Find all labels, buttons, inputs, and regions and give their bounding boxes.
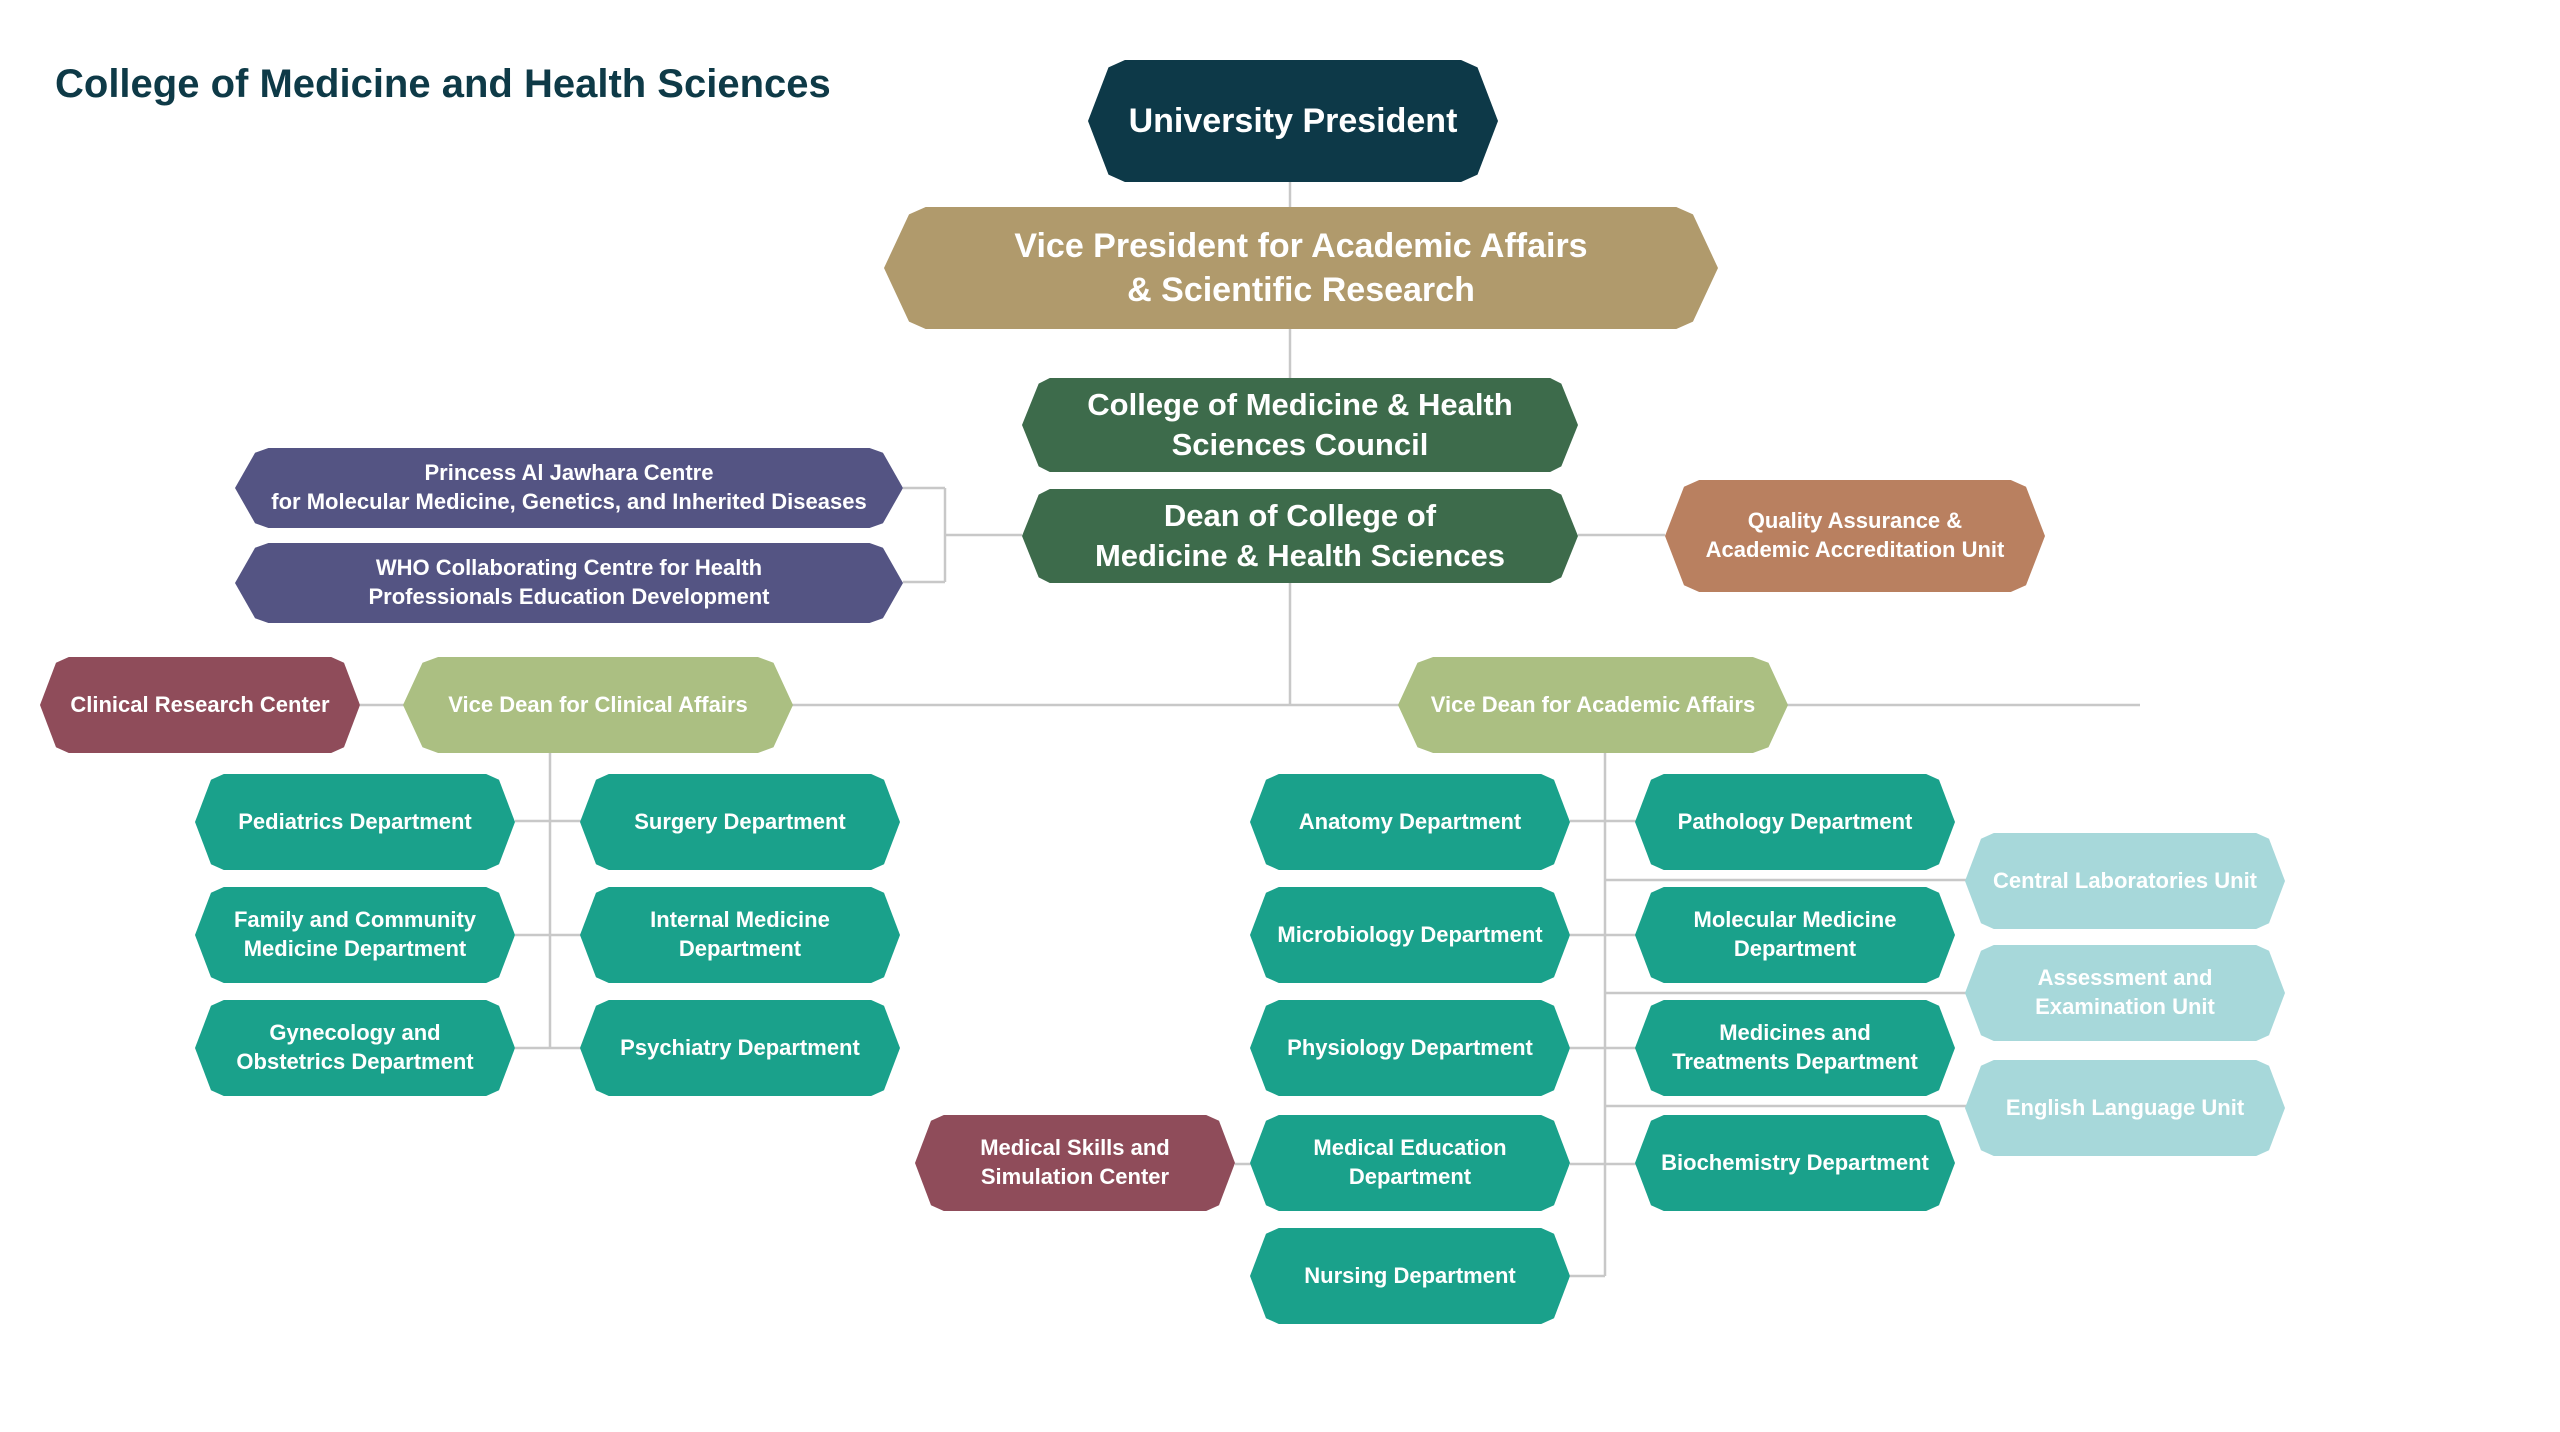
medicines-treatments-department-box: Medicines and Treatments Department (1635, 1000, 1955, 1096)
internal-medicine-department-box: Internal Medicine Department (580, 887, 900, 983)
pediatrics-department-box: Pediatrics Department (195, 774, 515, 870)
psychiatry-department-box: Psychiatry Department (580, 1000, 900, 1096)
biochemistry-department-box: Biochemistry Department (1635, 1115, 1955, 1211)
central-laboratories-unit-box: Central Laboratories Unit (1965, 833, 2285, 929)
medical-education-department-box: Medical Education Department (1250, 1115, 1570, 1211)
gynecology-department-box: Gynecology and Obstetrics Department (195, 1000, 515, 1096)
college-council-box: College of Medicine & Health Sciences Co… (1022, 378, 1578, 472)
clinical-research-center-box: Clinical Research Center (40, 657, 360, 753)
english-language-unit-box: English Language Unit (1965, 1060, 2285, 1156)
university-president-box: University President (1088, 60, 1498, 182)
nursing-department-box: Nursing Department (1250, 1228, 1570, 1324)
medical-skills-simulation-center-box: Medical Skills and Simulation Center (915, 1115, 1235, 1211)
anatomy-department-box: Anatomy Department (1250, 774, 1570, 870)
microbiology-department-box: Microbiology Department (1250, 887, 1570, 983)
pathology-department-box: Pathology Department (1635, 774, 1955, 870)
vice-dean-academic-box: Vice Dean for Academic Affairs (1398, 657, 1788, 753)
vice-president-academic-box: Vice President for Academic Affairs & Sc… (884, 207, 1718, 329)
dean-box: Dean of College of Medicine & Health Sci… (1022, 489, 1578, 583)
molecular-medicine-department-box: Molecular Medicine Department (1635, 887, 1955, 983)
surgery-department-box: Surgery Department (580, 774, 900, 870)
assessment-examination-unit-box: Assessment and Examination Unit (1965, 945, 2285, 1041)
physiology-department-box: Physiology Department (1250, 1000, 1570, 1096)
jawhara-centre-box: Princess Al Jawhara Centre for Molecular… (235, 448, 903, 528)
family-medicine-department-box: Family and Community Medicine Department (195, 887, 515, 983)
who-centre-box: WHO Collaborating Centre for Health Prof… (235, 543, 903, 623)
page-title: College of Medicine and Health Sciences (55, 62, 831, 106)
quality-assurance-box: Quality Assurance & Academic Accreditati… (1665, 480, 2045, 592)
vice-dean-clinical-box: Vice Dean for Clinical Affairs (403, 657, 793, 753)
